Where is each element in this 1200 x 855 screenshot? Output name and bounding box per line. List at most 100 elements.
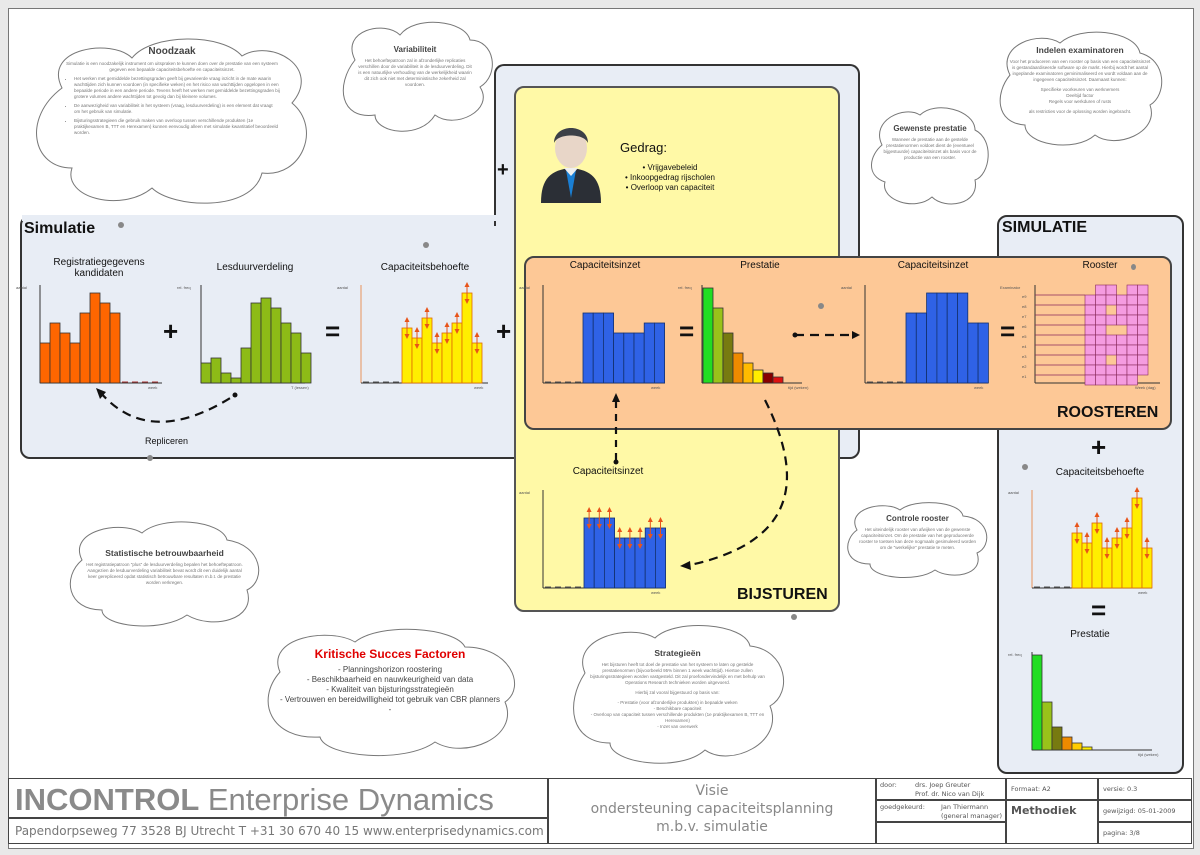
arrow-down-icon (607, 524, 612, 529)
schedule-cell (1084, 324, 1096, 336)
gedrag-item: • Inkoopgedrag rijscholen (625, 173, 715, 182)
arrow-up-icon (1144, 537, 1150, 542)
y-axis-label: Examinator (1000, 285, 1021, 290)
bar (300, 352, 312, 384)
arrow-down-icon (1074, 539, 1080, 544)
y-axis-label: aantal (337, 285, 348, 290)
row-label: e8 (1022, 304, 1027, 309)
schedule-cell (1084, 304, 1096, 316)
schedule-cell (1137, 354, 1149, 366)
y-axis-label: aantal (519, 285, 530, 290)
schedule-cell (1126, 374, 1138, 386)
simulatie-title: Simulatie (24, 220, 96, 237)
brand-cell: INCONTROL Enterprise Dynamics (8, 778, 548, 818)
bar (957, 292, 969, 384)
schedule-cell (1084, 314, 1096, 326)
schedule-cell (1137, 364, 1149, 376)
noodzaak-title: Noodzaak (148, 46, 196, 57)
cloud-controle-rooster: Controle rooster Het uiteindelijk rooste… (845, 498, 990, 580)
schedule-cell (1116, 294, 1128, 306)
arrow-up-icon (404, 317, 410, 322)
bar (1051, 726, 1063, 751)
arrow-down-icon (637, 544, 643, 549)
schedule-cell (1095, 324, 1107, 336)
bar (39, 342, 51, 384)
schedule-cell (1126, 344, 1138, 356)
goedgekeurd-label: goedgekeurd: (880, 803, 925, 811)
ksf-item: - Vertrouwen en bereidwilligheid tot geb… (279, 695, 501, 704)
arrow-down-icon (627, 544, 633, 549)
equals-operator: = (1091, 595, 1107, 625)
door-value: drs. Joep Greuter (915, 781, 971, 789)
statistische-body: Het registratiepatroon "plus" de lesduur… (86, 562, 243, 585)
indelen-bullet: Regels voor werkduren of rusts (1048, 99, 1112, 104)
schedule-cell (1105, 374, 1117, 386)
arrow-down-icon (658, 534, 663, 539)
bar (230, 377, 242, 384)
bar (623, 332, 635, 384)
arrow-head (612, 393, 620, 402)
arrow-up-icon (627, 527, 633, 532)
bar (977, 322, 989, 384)
schedule-cell (1105, 364, 1117, 376)
arrow-up-icon (424, 307, 430, 312)
y-axis-label: aantal (16, 285, 27, 290)
controle-title: Controle rooster (886, 514, 949, 523)
connector-dot (791, 614, 797, 620)
arrow-up-icon (1104, 537, 1110, 542)
goedgekeurd-value: (general manager) (941, 812, 1003, 820)
arrow-up-icon (1084, 532, 1090, 537)
goedgekeurd-cell: goedgekeurd: Jan Thiermann (general mana… (876, 800, 1006, 822)
replicate-arrow (99, 391, 236, 423)
arrow-up-icon (414, 327, 420, 332)
ksf-item: - Kwaliteit van bijsturingsstrategieën (326, 685, 454, 694)
row-label: e2 (1022, 364, 1027, 369)
indelen-title: Indelen examinatoren (1036, 45, 1124, 55)
plus-operator: + (497, 159, 509, 181)
bar (240, 347, 252, 384)
arrow-down-icon (454, 329, 460, 334)
arrow-down-icon (596, 524, 602, 529)
arrow-down-icon (414, 344, 420, 349)
title-cell: Visie ondersteuning capaciteitsplanning … (548, 778, 876, 844)
schedule-cell (1116, 334, 1128, 346)
bar (59, 332, 71, 384)
equals-operator: = (679, 316, 695, 346)
bar (742, 362, 754, 384)
chart-title: Rooster (1082, 260, 1118, 271)
indelen-outro: als restricties voor de oplossing worden… (1028, 109, 1132, 114)
bar (200, 362, 212, 384)
arrow-up-icon (1094, 512, 1100, 517)
strategieen-middle: Hierbij zal vooral bijgestuurd op basis … (635, 690, 720, 695)
bar (926, 292, 938, 384)
schedule-cell (1095, 304, 1107, 316)
connector-dot (1022, 464, 1028, 470)
bar (79, 312, 91, 384)
simulatie-right-title: SIMULATIE (1002, 219, 1088, 236)
chart-title: Capaciteitsbehoefte (380, 262, 470, 273)
x-axis-label: week (148, 385, 157, 390)
chart-title: Capaciteitsinzet (569, 260, 641, 271)
schedule-cell (1095, 364, 1107, 376)
arrow-start (613, 459, 619, 465)
arrow-down-icon (434, 349, 440, 354)
bijsturen-title: BIJSTUREN (737, 586, 828, 603)
bar (702, 287, 714, 384)
door-label: door: (880, 781, 897, 789)
bar (69, 342, 81, 384)
variabiliteit-title: Variabiliteit (393, 45, 437, 54)
schedule-cell (1126, 354, 1138, 366)
versie-cell: versie: 0.3 (1098, 778, 1192, 800)
arrow-up-icon (464, 282, 470, 287)
x-axis-label: week (974, 385, 983, 390)
schedule-cell (1095, 284, 1107, 296)
ksf-title: Kritische Succes Factoren (314, 647, 466, 661)
bar (210, 357, 222, 384)
bar (1081, 746, 1093, 751)
bar (109, 312, 121, 384)
y-axis-label: rel. freq (1008, 652, 1022, 657)
bar (1061, 736, 1073, 751)
y-axis-label: aantal (519, 490, 530, 495)
schedule-cell (1126, 324, 1138, 336)
